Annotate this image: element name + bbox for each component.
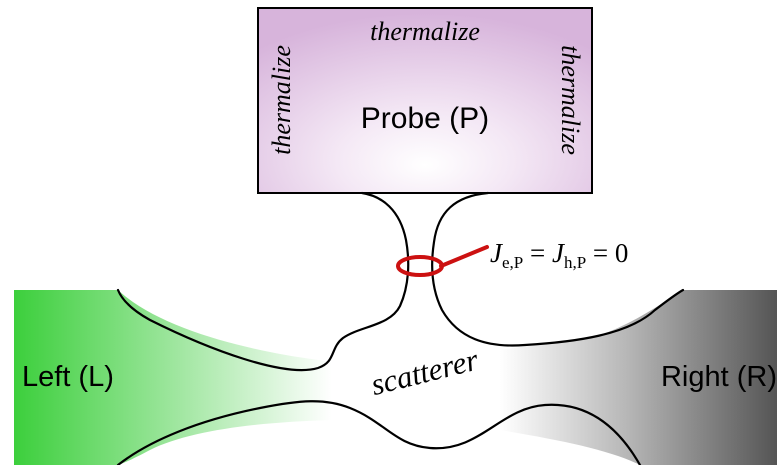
current-probe-marker bbox=[396, 245, 489, 277]
probe-box bbox=[257, 7, 593, 194]
j-symbol-h: J bbox=[552, 238, 566, 268]
probe-label: Probe (P) bbox=[361, 102, 489, 135]
current-pointer bbox=[439, 245, 489, 268]
bottom-boundary bbox=[116, 400, 642, 465]
thermalize-left-label: thermalize bbox=[267, 45, 296, 155]
thermalize-top-label: thermalize bbox=[370, 17, 480, 46]
lead-left-curve bbox=[116, 191, 410, 372]
lead-right-curve bbox=[430, 191, 685, 347]
scatterer-label: scatterer bbox=[367, 341, 482, 402]
left-reservoir-label: Left (L) bbox=[22, 361, 114, 393]
left-reservoir bbox=[14, 290, 332, 465]
j-symbol-e: J bbox=[490, 238, 504, 268]
subscript-e: e,P bbox=[502, 253, 523, 272]
current-ring bbox=[396, 255, 444, 277]
equals-zero: = 0 bbox=[586, 238, 628, 268]
equals-sign-1: = bbox=[523, 238, 552, 268]
current-condition-equation: Je,P = Jh,P = 0 bbox=[490, 238, 628, 272]
thermalize-right-label: thermalize bbox=[556, 45, 585, 155]
right-reservoir bbox=[500, 290, 777, 465]
scatterer-outline bbox=[116, 191, 685, 465]
subscript-h: h,P bbox=[564, 253, 586, 272]
right-reservoir-label: Right (R) bbox=[661, 361, 777, 393]
